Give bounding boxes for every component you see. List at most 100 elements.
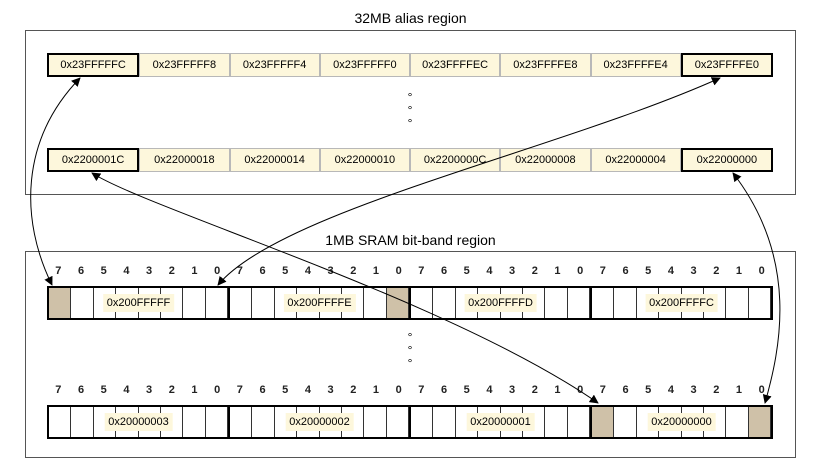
bit-number: 3 — [146, 384, 153, 396]
bit-number: 0 — [577, 265, 584, 277]
alias-cell: 0x23FFFFE0 — [680, 53, 773, 77]
bit-cell — [230, 288, 253, 318]
bit-number: 0 — [395, 384, 402, 396]
bit-cell — [433, 288, 456, 318]
bit-number: 6 — [259, 384, 266, 396]
bit-number: 0 — [214, 384, 221, 396]
bit-number: 6 — [259, 265, 266, 277]
byte-address-label: 0x20000003 — [104, 413, 173, 431]
bit-cell — [386, 288, 409, 318]
alias-top-row: 0x23FFFFFC 0x23FFFFF8 0x23FFFFF4 0x23FFF… — [47, 53, 773, 77]
bit-number: 3 — [690, 265, 697, 277]
bit-cell — [567, 407, 590, 437]
bit-number: 2 — [531, 384, 538, 396]
bit-number: 7 — [236, 265, 243, 277]
bit-number: 7 — [599, 384, 606, 396]
bit-number: 6 — [77, 265, 85, 277]
bit-cell — [411, 288, 434, 318]
alias-cell: 0x2200000C — [410, 148, 501, 172]
bitband-ellipsis: ° ° ° — [407, 330, 413, 370]
bit-cell — [49, 407, 72, 437]
alias-cell: 0x22000018 — [139, 148, 230, 172]
bit-number: 4 — [667, 384, 674, 396]
bit-number: 4 — [486, 265, 493, 277]
bit-number: 0 — [758, 265, 765, 277]
bit-cell — [205, 407, 228, 437]
bit-cell — [411, 407, 434, 437]
bit-number: 7 — [418, 265, 425, 277]
bit-number: 2 — [168, 384, 175, 396]
bit-number: 6 — [622, 265, 629, 277]
bit-cell — [252, 407, 275, 437]
bit-number: 2 — [713, 265, 720, 277]
bit-number: 1 — [372, 384, 380, 396]
bit-cell — [252, 288, 275, 318]
bit-cell — [726, 407, 749, 437]
byte-address-label: 0x20000002 — [285, 413, 354, 431]
byte-address-label: 0x20000001 — [466, 413, 535, 431]
bit-number: 4 — [667, 265, 674, 277]
bit-cell — [567, 288, 590, 318]
bit-number: 4 — [123, 265, 130, 277]
bit-number: 5 — [463, 384, 470, 396]
bit-number: 2 — [350, 384, 357, 396]
bit-number: 4 — [486, 384, 493, 396]
bit-number: 5 — [282, 265, 289, 277]
byte-cell: 0x200FFFFE — [230, 288, 411, 318]
alias-bottom-row: 0x2200001C 0x22000018 0x22000014 0x22000… — [47, 148, 773, 172]
bit-number: 4 — [304, 384, 311, 396]
bit-number: 6 — [440, 265, 448, 277]
bit-number: 7 — [55, 384, 62, 396]
bit-cell — [748, 288, 771, 318]
byte-address-label: 0x200FFFFF — [102, 294, 175, 312]
bit-number: 5 — [645, 265, 652, 277]
alias-cell: 0x22000014 — [229, 148, 320, 172]
bit-number: 3 — [509, 265, 516, 277]
bit-cell — [205, 288, 228, 318]
alias-ellipsis: ° ° ° — [407, 90, 413, 130]
bit-number: 1 — [735, 384, 743, 396]
bit-number: 2 — [531, 265, 538, 277]
bit-cell — [386, 407, 409, 437]
bit-number: 1 — [191, 384, 198, 396]
bit-number: 0 — [758, 384, 765, 396]
alias-cell: 0x23FFFFE4 — [590, 53, 681, 77]
alias-cell: 0x23FFFFF4 — [229, 53, 320, 77]
alias-cell: 0x23FFFFF0 — [319, 53, 410, 77]
bit-cell — [545, 288, 568, 318]
bit-cell — [183, 407, 206, 437]
alias-cell: 0x22000010 — [319, 148, 410, 172]
bit-cell — [71, 407, 94, 437]
bit-cell — [592, 288, 615, 318]
bit-cell — [49, 288, 72, 318]
bit-number: 3 — [690, 384, 697, 396]
bit-number: 1 — [735, 265, 743, 277]
bit-number: 1 — [554, 265, 561, 277]
bit-cell — [71, 288, 94, 318]
bit-number: 1 — [191, 265, 198, 277]
alias-cell: 0x22000000 — [680, 148, 773, 172]
byte-cell: 0x200FFFFF — [49, 288, 230, 318]
bit-cell — [364, 288, 387, 318]
bit-number: 5 — [282, 384, 289, 396]
byte-address-label: 0x200FFFFC — [645, 294, 718, 312]
alias-cell: 0x22000004 — [590, 148, 681, 172]
alias-cell: 0x23FFFFFC — [47, 53, 140, 77]
bit-number: 3 — [146, 265, 153, 277]
bit-cell — [364, 407, 387, 437]
bit-cell — [614, 288, 637, 318]
bit-number: 7 — [418, 384, 425, 396]
bit-number: 5 — [100, 384, 107, 396]
bit-number: 3 — [327, 384, 334, 396]
bit-cell — [748, 407, 771, 437]
byte-cell: 0x200FFFFC — [592, 288, 771, 318]
bit-cell — [230, 407, 253, 437]
bit-cell — [592, 407, 615, 437]
bit-number: 3 — [509, 384, 516, 396]
bit-cell — [183, 288, 206, 318]
bit-number: 0 — [395, 265, 402, 277]
bit-number: 6 — [77, 384, 85, 396]
alias-cell: 0x23FFFFEC — [410, 53, 501, 77]
